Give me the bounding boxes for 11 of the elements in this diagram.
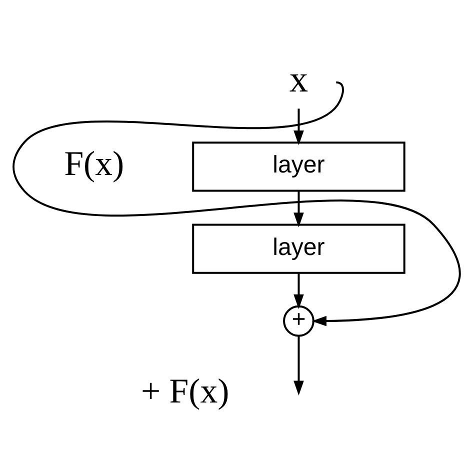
node-text: x: [289, 59, 308, 100]
arrow: [12, 81, 460, 326]
arrow: [294, 108, 304, 145]
label: F(x): [64, 144, 124, 183]
label: + F(x): [141, 370, 230, 410]
node-box: layer: [192, 141, 406, 192]
arrow: [294, 272, 304, 309]
arrow: [294, 190, 304, 227]
node-circle: +: [283, 304, 314, 336]
node-box: layer: [192, 223, 406, 274]
arrow: [294, 335, 304, 395]
